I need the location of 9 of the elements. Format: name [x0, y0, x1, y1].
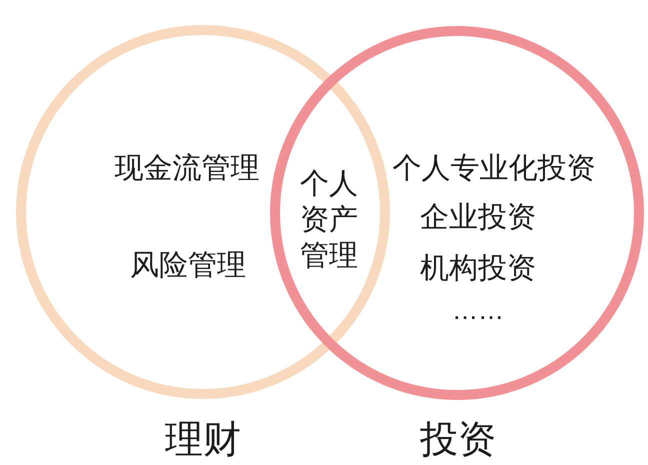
item-text: 现金流管理 — [114, 151, 260, 185]
overlap-label: 个人资产管理 — [300, 165, 358, 273]
circle-title: 理财 — [165, 418, 241, 462]
circle-title: 投资 — [420, 418, 496, 462]
ellipsis-text: …… — [452, 296, 504, 326]
item-text: 风险管理 — [130, 248, 246, 282]
item-text: 企业投资 — [420, 200, 536, 234]
item-text: 机构投资 — [420, 251, 536, 285]
item-text: 个人专业化投资 — [392, 151, 596, 185]
